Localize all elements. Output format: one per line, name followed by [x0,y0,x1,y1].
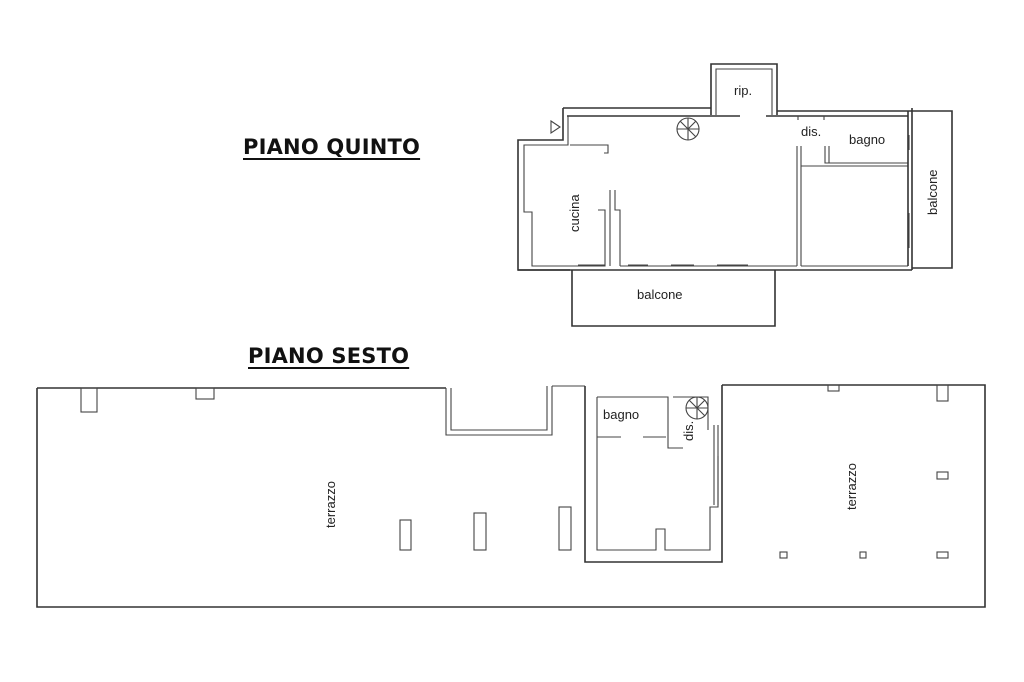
room-label-bagno: bagno [849,132,885,147]
plan-piano-sesto: bagno dis. terrazzo terrazzo [36,384,986,608]
room-label-dis: dis. [801,124,821,139]
room-label-dis-sesto: dis. [681,421,696,441]
room-label-balcone-side: balcone [925,169,940,215]
room-label-terrazzo-right: terrazzo [844,463,859,510]
plan-piano-quinto: rip. dis. bagno cucina balcone balcone [517,63,953,327]
spiral-staircase-icon [685,396,709,420]
spiral-staircase-icon [676,117,700,141]
room-label-balcone-front: balcone [637,287,683,302]
room-label-cucina: cucina [567,194,582,232]
floor-title-sesto: PIANO SESTO [248,344,410,368]
room-label-bagno-sesto: bagno [603,407,639,422]
room-label-rip: rip. [734,83,752,98]
floor-title-quinto: PIANO QUINTO [243,135,421,159]
entrance-arrow-icon [550,119,561,135]
room-label-terrazzo-left: terrazzo [323,481,338,528]
